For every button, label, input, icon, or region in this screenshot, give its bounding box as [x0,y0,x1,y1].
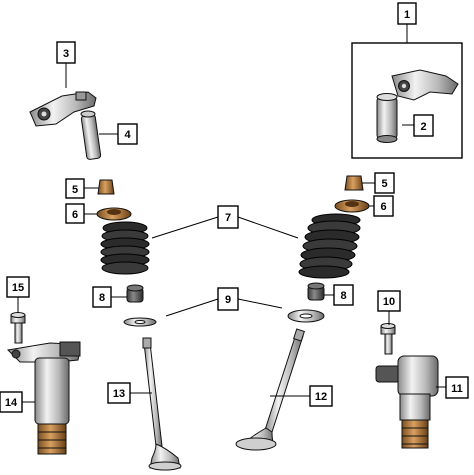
callout-15: 15 [6,276,30,298]
callout-5-right: 5 [374,172,395,194]
callout-7: 7 [217,205,239,229]
svg-text:6: 6 [380,201,386,213]
svg-text:1: 1 [404,9,410,21]
rocker-arm-left [29,91,97,127]
svg-text:8: 8 [99,292,105,304]
svg-text:8: 8 [340,290,346,302]
spring-seat-right [287,309,325,323]
svg-text:4: 4 [124,129,131,141]
svg-text:5: 5 [72,184,78,196]
callout-6-left: 6 [65,203,85,224]
svg-text:14: 14 [5,397,18,409]
svg-text:2: 2 [420,121,426,133]
callout-11: 11 [445,376,469,399]
spring-retainer-right [334,199,370,213]
svg-text:3: 3 [63,48,69,60]
valve-spring-right [298,213,361,279]
lash-adjuster-right [376,93,398,143]
valve-stem-seal-right [307,282,325,301]
valve-keeper-right [344,175,364,191]
svg-text:6: 6 [72,209,78,221]
callout-12: 12 [309,385,333,407]
callout-14: 14 [0,391,23,413]
svg-text:12: 12 [315,391,327,403]
svg-text:5: 5 [381,178,387,190]
callout-10: 10 [377,290,401,312]
callout-6-right: 6 [373,195,394,217]
callout-8-right: 8 [333,284,354,306]
bolt-left [10,312,26,344]
callout-1: 1 [397,2,417,25]
bolt-right [380,323,396,355]
callout-8-left: 8 [92,286,112,308]
callout-5-left: 5 [65,178,85,199]
valve-keeper-left [97,179,115,195]
callout-13: 13 [107,382,131,404]
intake-valve [235,328,305,451]
rocker-arm-assembly-frame [351,42,463,159]
svg-text:15: 15 [12,282,24,294]
callout-3: 3 [56,41,76,64]
callout-4: 4 [117,123,138,145]
spring-seat-left [123,317,157,327]
callout-2: 2 [413,114,434,137]
oil-control-solenoid-left [6,341,81,455]
svg-text:7: 7 [225,212,231,224]
svg-text:10: 10 [383,296,395,308]
oil-control-solenoid-right [375,355,439,449]
callout-9: 9 [217,287,239,311]
valve-stem-seal-left [126,284,144,303]
svg-text:13: 13 [113,388,125,400]
leader-lines [17,24,446,403]
svg-text:9: 9 [225,294,231,306]
svg-text:11: 11 [451,383,463,395]
exhaust-valve [142,337,182,471]
valve-spring-left [100,221,150,275]
spring-retainer-left [96,207,132,221]
rocker-arm-right [391,69,459,101]
lash-adjuster-left [80,110,102,160]
